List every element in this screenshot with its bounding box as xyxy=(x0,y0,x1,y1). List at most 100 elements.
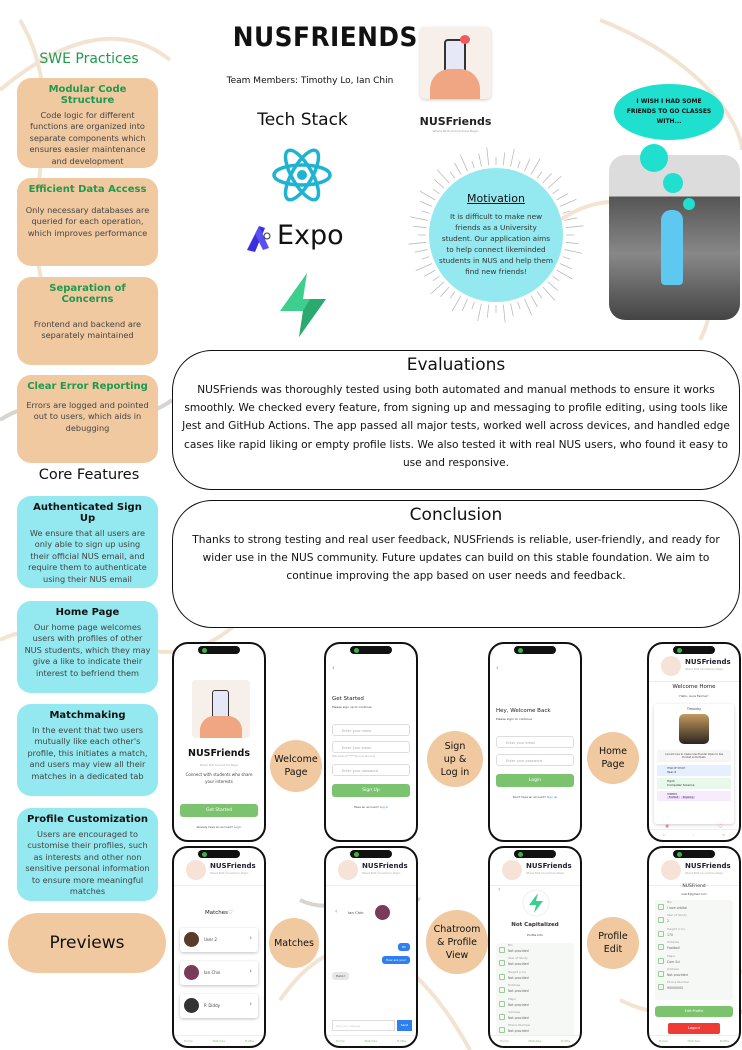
logout-button[interactable]: Logout xyxy=(668,1023,720,1034)
edit-profile-button[interactable]: Edit Profile xyxy=(655,1006,733,1017)
field-label: Bio xyxy=(508,943,513,947)
profile-tab-icon[interactable]: ☺ xyxy=(722,833,726,837)
field-label: Bio xyxy=(667,900,672,904)
hobby-tag: Kayaking xyxy=(680,796,696,799)
swe-practices-title: SWE Practices xyxy=(39,51,139,67)
login-title: Hey, Welcome Back xyxy=(496,708,551,714)
tab-home[interactable]: Home xyxy=(499,1039,509,1043)
signup-link[interactable]: Sign up xyxy=(546,795,558,799)
tab-home[interactable]: Home xyxy=(335,1039,345,1043)
ray xyxy=(451,295,462,312)
ray xyxy=(436,169,450,184)
phone-welcome: NUSFriends Where NUS Connections Begin C… xyxy=(172,642,266,842)
tab-profile[interactable]: Profile xyxy=(244,1039,255,1043)
ray xyxy=(440,286,450,297)
tab-bar: Home Matches Profile xyxy=(649,1035,739,1046)
email-hint: NUS email (e*******@u.nus.edu) only xyxy=(332,755,376,758)
footer-text: Don't have an account? xyxy=(512,795,546,799)
avatar xyxy=(184,932,199,947)
back-icon[interactable]: ‹ xyxy=(335,908,338,915)
field-value: Not provided xyxy=(508,989,529,994)
sign-up-button[interactable]: Sign Up xyxy=(332,784,410,797)
ray xyxy=(454,162,462,175)
match-item[interactable]: User 2› xyxy=(180,928,258,952)
tab-profile[interactable]: Profile xyxy=(396,1039,407,1043)
home-greeting: Hello, Aura Farmer! xyxy=(679,694,709,698)
chevron-right-icon: › xyxy=(249,1000,252,1008)
ray xyxy=(542,173,552,184)
ray xyxy=(552,188,560,195)
profile-card: Timothy I would love to make new friends… xyxy=(654,704,734,824)
password-input[interactable]: Enter your password xyxy=(332,764,410,776)
phone-signup: ‹ Get Started Please sign up to continue… xyxy=(324,642,418,842)
password-input[interactable]: Enter your password xyxy=(496,754,574,766)
field-label: Phone Number xyxy=(667,980,690,985)
email-input[interactable]: Enter your email xyxy=(496,736,574,748)
ray xyxy=(486,304,490,318)
get-started-button[interactable]: Get Started xyxy=(180,804,258,817)
ray xyxy=(430,281,445,295)
send-button[interactable]: Send xyxy=(397,1020,412,1031)
like-icon[interactable]: ♡ xyxy=(717,823,723,830)
tab-profile[interactable]: Profile xyxy=(560,1039,571,1043)
field-value: 170 xyxy=(667,932,674,937)
email-input[interactable]: Enter your email xyxy=(332,741,410,753)
login-button[interactable]: Login xyxy=(496,774,574,787)
tab-home[interactable]: Home xyxy=(183,1039,193,1043)
tab-matches[interactable]: Matches xyxy=(212,1039,226,1043)
message-input[interactable]: Type your message... xyxy=(332,1020,395,1031)
profile-field: Height (cm)170 xyxy=(655,927,733,940)
ray xyxy=(502,152,506,166)
skip-icon[interactable]: # xyxy=(665,824,670,830)
matches-tab-icon[interactable]: ♡ xyxy=(692,833,695,837)
field-value: Football xyxy=(667,946,680,951)
match-name: Ian Chin xyxy=(204,970,221,975)
ray xyxy=(565,225,584,229)
field-value: I love orbital xyxy=(667,906,687,910)
core-features-title: Core Features xyxy=(38,467,140,483)
ray xyxy=(421,210,430,214)
match-item[interactable]: Ian Chin› xyxy=(180,961,258,985)
login-link[interactable]: Log In xyxy=(379,805,389,809)
back-icon[interactable]: ‹ xyxy=(498,886,501,893)
tab-matches[interactable]: Matches xyxy=(687,1039,701,1043)
logo-icon xyxy=(338,860,358,880)
ray xyxy=(471,301,475,310)
tab-profile[interactable]: Profile xyxy=(719,1039,730,1043)
row-label: MAJOR xyxy=(667,780,675,783)
tab-home[interactable]: Home xyxy=(658,1039,668,1043)
matches-title: Matches♡ xyxy=(174,910,264,916)
ray xyxy=(423,269,436,277)
tab-matches[interactable]: Matches xyxy=(364,1039,378,1043)
hobby-tag: Football xyxy=(667,796,681,799)
home-tab-icon[interactable]: ⌂ xyxy=(662,833,665,837)
field-label: Major xyxy=(667,953,676,958)
ray xyxy=(449,171,456,179)
profile-name: NUSFriend xyxy=(682,884,706,889)
card-title: Matchmaking xyxy=(49,710,126,721)
ray xyxy=(517,160,521,169)
ray xyxy=(517,301,521,310)
back-icon[interactable]: ‹ xyxy=(496,664,499,672)
login-footer: Don't have an account? Sign up xyxy=(490,795,580,799)
profile-field: Height (cm)Not provided xyxy=(496,970,574,983)
back-icon[interactable]: ‹ xyxy=(332,664,335,672)
row-label: YEAR OF STUDY xyxy=(667,767,686,770)
thought-bubble xyxy=(640,144,668,172)
welcome-app-name: NUSFriends xyxy=(188,748,250,759)
tab-matches[interactable]: Matches xyxy=(528,1039,542,1043)
field-label: Address xyxy=(508,1009,520,1014)
ray xyxy=(413,225,427,229)
name-input[interactable]: Enter your name xyxy=(332,724,410,736)
profile-name: Timothy xyxy=(686,707,702,711)
match-item[interactable]: P. Diddy› xyxy=(180,994,258,1018)
tab-bar: Home Matches Profile xyxy=(174,1035,264,1046)
login-link[interactable]: Login xyxy=(233,825,242,829)
